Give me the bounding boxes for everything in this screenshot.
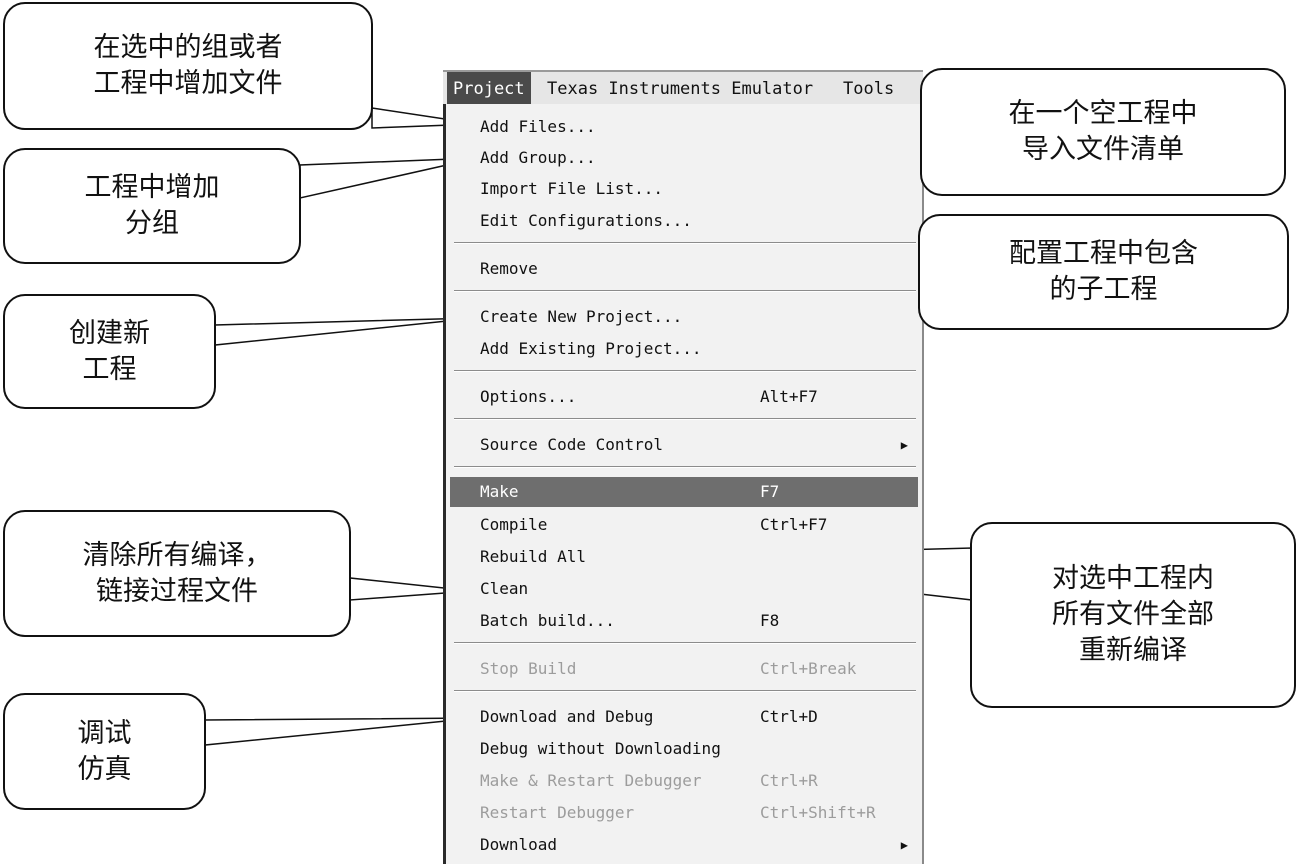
menu-separator bbox=[454, 642, 916, 644]
menu-item-remove[interactable]: Remove bbox=[480, 259, 538, 278]
shortcut-label: F7 bbox=[760, 482, 780, 501]
callout-rebuild-all: 对选中工程内 所有文件全部 重新编译 bbox=[970, 522, 1296, 708]
menu-item-source-code-control[interactable]: Source Code Control ▶ bbox=[452, 430, 916, 460]
menu-item-rebuild-all[interactable]: Rebuild All bbox=[480, 547, 586, 566]
shortcut-label: Ctrl+Shift+R bbox=[760, 803, 876, 822]
menu-separator bbox=[454, 370, 916, 372]
shortcut-label: F8 bbox=[760, 611, 780, 630]
menubar-texas-instruments-emulator[interactable]: Texas Instruments Emulator bbox=[547, 79, 814, 99]
menu-separator bbox=[454, 466, 916, 468]
callout-add-files: 在选中的组或者 工程中增加文件 bbox=[3, 2, 373, 130]
menubar-project[interactable]: Project bbox=[447, 72, 531, 106]
menu-separator bbox=[454, 290, 916, 292]
menu-item-download-and-debug[interactable]: Download and Debug Ctrl+D bbox=[452, 702, 916, 732]
menu-separator bbox=[454, 690, 916, 692]
menu-item-create-new-project[interactable]: Create New Project... bbox=[480, 307, 683, 326]
menu-item-import-file-list[interactable]: Import File List... bbox=[480, 179, 664, 198]
menu-item-stop-build: Stop Build Ctrl+Break bbox=[452, 654, 916, 684]
menu-item-make[interactable]: Make F7 bbox=[450, 477, 918, 507]
callout-add-group: 工程中增加 分组 bbox=[3, 148, 301, 264]
menu-item-options[interactable]: Options... Alt+F7 bbox=[452, 382, 916, 412]
callout-edit-configurations: 配置工程中包含 的子工程 bbox=[918, 214, 1289, 330]
leader-create-project bbox=[214, 317, 477, 346]
menu-item-restart-debugger: Restart Debugger Ctrl+Shift+R bbox=[452, 798, 916, 828]
menu-separator bbox=[454, 242, 916, 244]
shortcut-label: Ctrl+Break bbox=[760, 659, 857, 678]
callout-clean: 清除所有编译， 链接过程文件 bbox=[3, 510, 351, 637]
menu-bar: Project Texas Instruments Emulator Tools bbox=[443, 70, 923, 107]
menu-item-edit-configurations[interactable]: Edit Configurations... bbox=[480, 211, 692, 230]
shortcut-label: Ctrl+R bbox=[760, 771, 818, 790]
menu-item-add-files[interactable]: Add Files... bbox=[480, 117, 596, 136]
menu-item-compile[interactable]: Compile Ctrl+F7 bbox=[452, 510, 916, 540]
menu-item-debug-without-downloading[interactable]: Debug without Downloading bbox=[480, 739, 721, 758]
leader-debug bbox=[204, 717, 477, 746]
menu-item-clean[interactable]: Clean bbox=[480, 579, 529, 598]
shortcut-label: Alt+F7 bbox=[760, 387, 818, 406]
menu-item-add-existing-project[interactable]: Add Existing Project... bbox=[480, 339, 702, 358]
shortcut-label: Ctrl+F7 bbox=[760, 515, 828, 534]
menu-item-add-group[interactable]: Add Group... bbox=[480, 148, 596, 167]
submenu-arrow-icon: ▶ bbox=[900, 838, 908, 852]
callout-import-file-list: 在一个空工程中 导入文件清单 bbox=[920, 68, 1286, 196]
submenu-arrow-icon: ▶ bbox=[900, 438, 908, 452]
shortcut-label: Ctrl+D bbox=[760, 707, 818, 726]
menu-item-batch-build[interactable]: Batch build... F8 bbox=[452, 606, 916, 636]
callout-create-project: 创建新 工程 bbox=[3, 294, 216, 409]
menu-item-download[interactable]: Download ▶ bbox=[452, 830, 916, 860]
callout-debug: 调试 仿真 bbox=[3, 693, 206, 810]
menubar-tools[interactable]: Tools bbox=[843, 79, 895, 99]
project-menu: Add Files... Add Group... Import File Li… bbox=[443, 104, 924, 864]
menu-item-make-restart-debugger: Make & Restart Debugger Ctrl+R bbox=[452, 766, 916, 796]
menu-separator bbox=[454, 418, 916, 420]
